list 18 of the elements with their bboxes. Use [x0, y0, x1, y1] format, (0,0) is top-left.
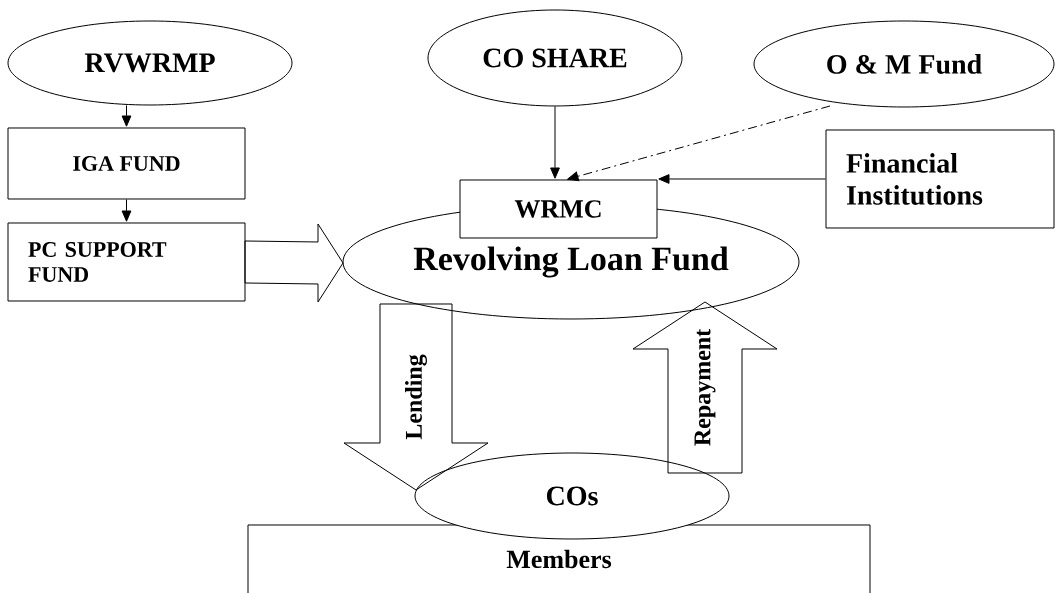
oval: RVWRMP: [7, 20, 293, 106]
arrow: [121, 199, 132, 222]
block-arrow: [632, 301, 778, 474]
arrow: [550, 106, 560, 179]
oval: COs: [414, 452, 730, 540]
oval: CO SHARE: [427, 9, 683, 107]
arrow: [121, 105, 132, 127]
edge-label: Lending: [404, 353, 428, 441]
arrow: [567, 105, 831, 182]
arrow: [658, 174, 826, 184]
box: PC SUPPORT FUND: [7, 222, 246, 302]
edge-label: Repayment: [693, 327, 717, 448]
box: IGA FUND: [7, 127, 246, 200]
block-arrow: [244, 223, 344, 303]
box: WRMC: [459, 179, 658, 239]
oval: O & M Fund: [753, 20, 1055, 108]
box: Financial Institutions: [825, 129, 1055, 229]
block-arrow: [343, 303, 489, 491]
